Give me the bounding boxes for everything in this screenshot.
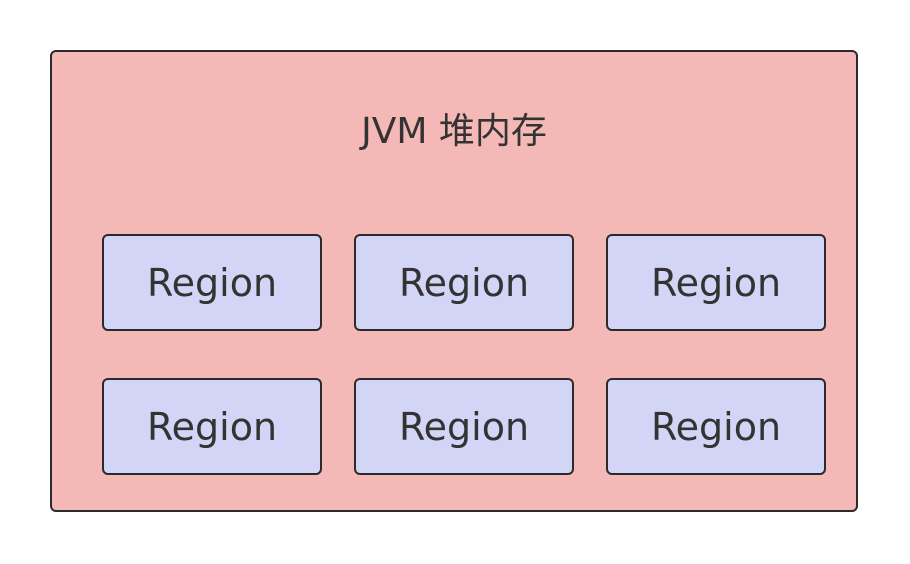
region-label: Region — [650, 260, 782, 305]
jvm-heap-container: JVM 堆内存 Region Region Region Region Regi… — [50, 50, 858, 512]
region-box: Region — [102, 378, 322, 475]
region-label: Region — [398, 404, 530, 449]
region-label: Region — [146, 260, 278, 305]
region-label: Region — [398, 260, 530, 305]
region-box: Region — [606, 378, 826, 475]
region-box: Region — [102, 234, 322, 331]
region-box: Region — [354, 234, 574, 331]
region-label: Region — [650, 404, 782, 449]
region-box: Region — [354, 378, 574, 475]
region-label: Region — [146, 404, 278, 449]
heap-title: JVM 堆内存 — [361, 111, 547, 152]
region-box: Region — [606, 234, 826, 331]
